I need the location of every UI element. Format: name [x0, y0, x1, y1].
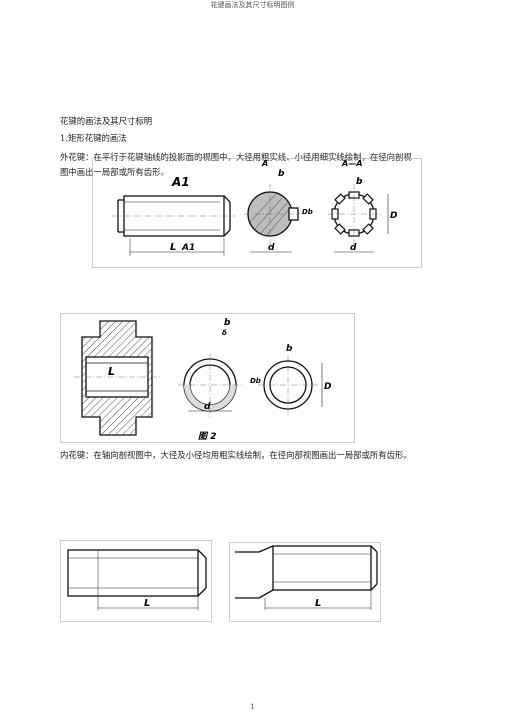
figure-internal-spline: L b δ d Db b D 图 2	[60, 313, 355, 443]
width-label: b	[278, 169, 285, 179]
minor-diameter-label: d	[204, 402, 211, 412]
diameter-label: Db	[302, 208, 313, 216]
section-title: A—A	[341, 159, 362, 168]
minor-diameter-label: d	[268, 243, 275, 253]
width-label: b	[286, 344, 293, 354]
page-number: 1	[250, 703, 255, 711]
inner-spline-paragraph: 内花键：在轴向剖视图中，大径及小径均用粗实线绘制，在径向部视图画出一局部或所有齿…	[60, 450, 412, 460]
section-mark: A1	[181, 243, 195, 253]
subsection-heading: 1.矩形花键的画法	[60, 133, 127, 143]
diameter-label: Db	[250, 377, 261, 385]
length-label: L	[108, 365, 115, 378]
section-mark: A1	[171, 175, 190, 189]
document-header: 花键画法及其尺寸标明图例	[210, 1, 295, 9]
tolerance-label: δ	[222, 329, 227, 337]
width-label: b	[224, 318, 231, 328]
figure-spline-length-1: L	[60, 540, 212, 622]
figure-external-spline: L A1 A1 d b A Db	[92, 158, 422, 268]
length-label: L	[144, 598, 150, 609]
figure-caption: 图 2	[198, 431, 216, 442]
major-diameter-label: D	[324, 382, 332, 392]
length-label: L	[170, 242, 176, 253]
major-diameter-label: D	[390, 211, 398, 221]
section-heading: 花键的画法及其尺寸标明	[60, 116, 153, 126]
outer-spline-paragraph-line2: 图中画出一局部或所有齿形。	[60, 167, 169, 177]
width-label: b	[356, 177, 363, 187]
figure-spline-length-2: L	[229, 542, 381, 622]
section-mark: A	[261, 159, 268, 168]
minor-diameter-label: d	[350, 243, 357, 253]
length-label: L	[315, 598, 321, 609]
outer-spline-paragraph-line1: 外花键：在平行于花键轴线的投影面的视图中，大径用粗实线、小径用细实线绘制，在径向…	[60, 152, 412, 162]
